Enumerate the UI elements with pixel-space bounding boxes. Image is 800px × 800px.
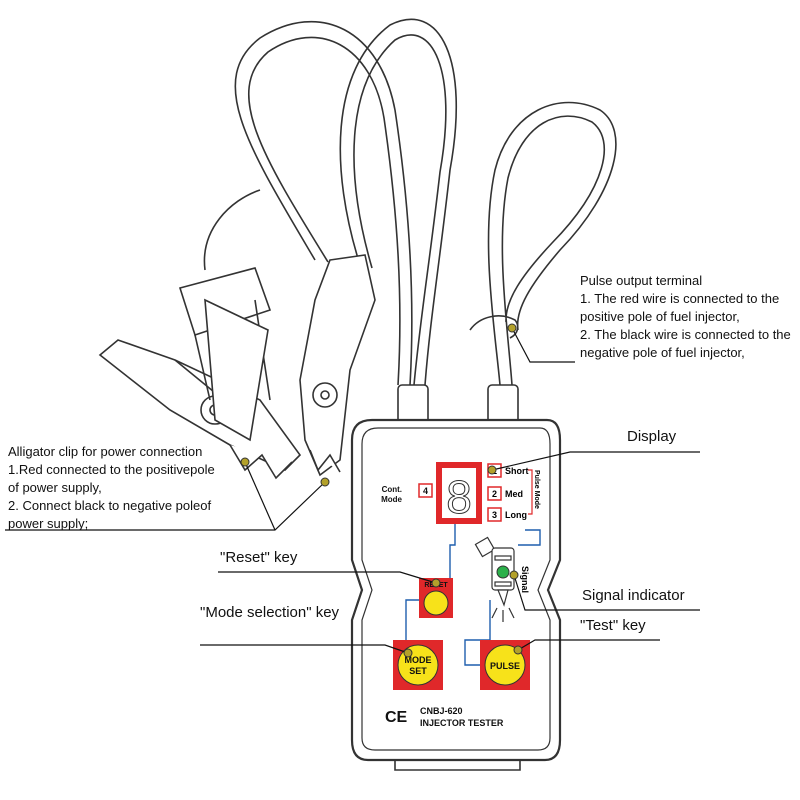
alligator-line: 2. Connect black to negative poleof <box>8 498 212 513</box>
pulse-button-label: PULSE <box>490 661 520 671</box>
marker-alligator-left <box>240 457 250 467</box>
mode-set-label-1: MODE <box>405 655 432 665</box>
pulse-mode-list: 1 Short 2 Med 3 Long Pulse Mode <box>487 463 540 522</box>
marker-mode <box>403 648 413 658</box>
marker-pulse-terminal <box>507 323 517 333</box>
alligator-annotation: Alligator clip for power connection 1.Re… <box>8 443 215 533</box>
alligator-line: 1.Red connected to the positivepole <box>8 462 215 477</box>
signal-label: Signal <box>520 566 530 593</box>
cont-mode-label-2: Mode <box>381 495 402 504</box>
pulse-mode-label: Long <box>505 510 527 520</box>
pulse-mode-label: Med <box>505 489 523 499</box>
signal-indicator-callout: Signal indicator <box>582 587 685 604</box>
model-number: CNBJ-620 <box>420 706 463 716</box>
signal-indicator-led <box>496 565 510 579</box>
marker-test <box>513 645 523 655</box>
callout-leaders <box>5 327 700 654</box>
pulse-mode-label: Short <box>505 466 529 476</box>
cont-mode-box <box>418 483 433 498</box>
alligator-line: of power supply, <box>8 480 102 495</box>
alligator-title: Alligator clip for power connection <box>8 444 203 459</box>
pulse-button[interactable] <box>484 644 526 686</box>
reset-button[interactable] <box>423 590 449 616</box>
marker-alligator-right <box>320 477 330 487</box>
ce-mark: CE <box>385 709 408 726</box>
alligator-clip-right <box>204 254 376 477</box>
product-name: INJECTOR TESTER <box>420 718 504 728</box>
reset-key-callout: "Reset" key <box>220 549 298 566</box>
pulse-output-title: Pulse output terminal <box>580 273 703 288</box>
pulse-output-line: negative pole of fuel injector, <box>580 345 745 360</box>
callout-markers <box>240 323 523 658</box>
pulse-mode-number: 3 <box>492 510 497 520</box>
power-cable <box>203 18 457 386</box>
marker-display <box>487 465 497 475</box>
pulse-output-annotation: Pulse output terminal 1. The red wire is… <box>580 272 791 362</box>
pulse-mode-number: 2 <box>492 489 497 499</box>
pulse-output-line: 2. The black wire is connected to the <box>580 327 791 342</box>
test-key-callout: "Test" key <box>580 617 646 634</box>
pulse-mode-side-label: Pulse Mode <box>533 470 540 509</box>
marker-reset <box>431 578 441 588</box>
mode-key-callout: "Mode selection" key <box>200 604 340 621</box>
seven-segment-digit: 8 <box>446 471 472 523</box>
cont-mode-number: 4 <box>423 486 428 496</box>
pulse-output-line: positive pole of fuel injector, <box>580 309 740 324</box>
mode-set-label-2: SET <box>409 666 427 676</box>
pulse-output-line: 1. The red wire is connected to the <box>580 291 780 306</box>
marker-signal <box>509 570 519 580</box>
cont-mode-label: Cont. <box>382 485 402 494</box>
display-callout: Display <box>627 428 677 445</box>
alligator-line: power supply; <box>8 516 89 531</box>
